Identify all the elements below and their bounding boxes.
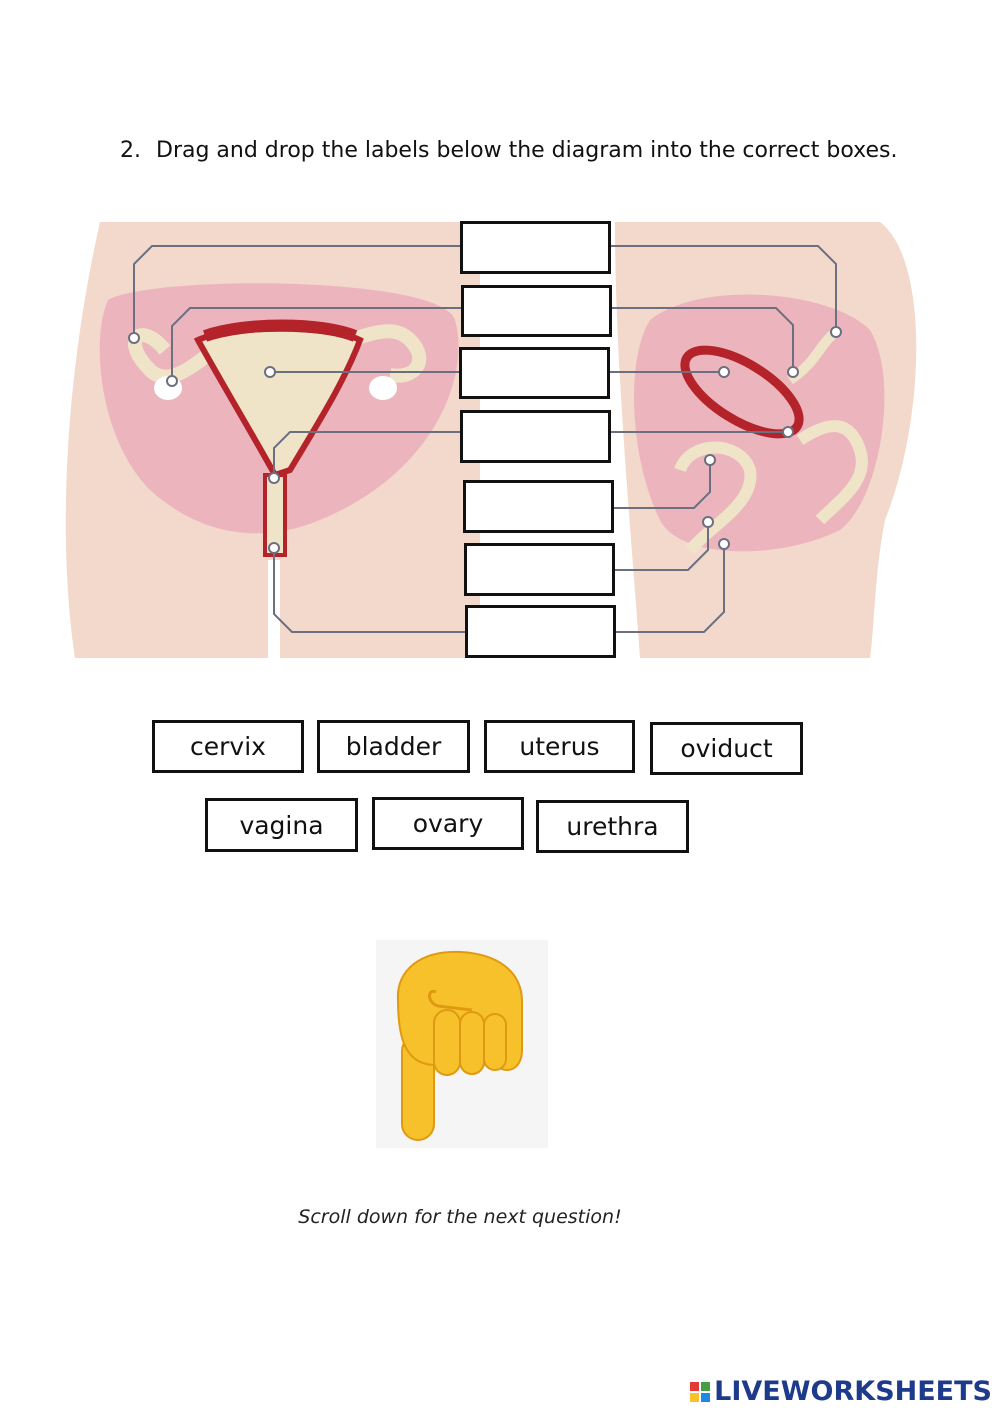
endpoint-front-ovary: [166, 375, 178, 387]
endpoint-front-uterus: [264, 366, 276, 378]
leader-endpoints: [128, 326, 842, 554]
brand-text: LIVEWORKSHEETS: [714, 1376, 992, 1407]
endpoint-side-urethra: [702, 516, 714, 528]
question-text: 2. Drag and drop the labels below the di…: [120, 138, 897, 163]
leader-line-2-left: [171, 307, 462, 381]
endpoint-side-vagina: [718, 538, 730, 550]
label-vagina[interactable]: vagina: [205, 798, 358, 852]
leader-lines: [133, 245, 837, 633]
endpoint-side-cervix: [782, 426, 794, 438]
pointing-down-hand-icon: [376, 940, 548, 1148]
endpoint-side-ovary: [787, 366, 799, 378]
leader-line-1-left: [133, 245, 462, 338]
drop-zone-2[interactable]: [461, 285, 612, 337]
endpoint-side-uterus: [718, 366, 730, 378]
label-urethra[interactable]: urethra: [536, 800, 689, 853]
leader-line-4-left: [273, 431, 462, 478]
brand-logo-icon: [690, 1381, 711, 1402]
drop-zone-1[interactable]: [460, 221, 611, 274]
label-uterus[interactable]: uterus: [484, 720, 635, 773]
label-bladder[interactable]: bladder: [317, 720, 470, 773]
leader-line-7-left: [273, 548, 466, 633]
endpoint-side-oviduct: [830, 326, 842, 338]
leader-line-6: [614, 522, 709, 571]
drop-zone-5[interactable]: [463, 480, 614, 533]
endpoint-side-bladder: [704, 454, 716, 466]
liveworksheets-logo: LIVEWORKSHEETS: [690, 1376, 992, 1407]
side-rectum: [796, 420, 868, 525]
question-number: 2.: [120, 138, 141, 163]
drop-zone-4[interactable]: [460, 410, 611, 463]
label-cervix[interactable]: cervix: [152, 720, 304, 773]
leader-line-7-right: [614, 544, 725, 633]
side-bladder: [674, 441, 757, 555]
leader-line-2-right: [610, 307, 794, 372]
reproductive-system-diagram: [65, 222, 917, 660]
front-view-illustration: [65, 222, 480, 660]
front-ovary-right: [369, 376, 397, 400]
question-prompt: Drag and drop the labels below the diagr…: [156, 138, 898, 163]
next-question-hint: Scroll down for the next question!: [298, 1206, 622, 1228]
label-oviduct[interactable]: oviduct: [650, 722, 803, 775]
drop-zone-7[interactable]: [465, 605, 616, 658]
leader-line-5: [612, 460, 711, 509]
leader-line-1-right: [610, 245, 837, 332]
label-ovary[interactable]: ovary: [372, 797, 524, 850]
drop-zone-3[interactable]: [459, 347, 610, 399]
endpoint-front-vagina: [268, 542, 280, 554]
drop-zone-6[interactable]: [464, 543, 615, 596]
endpoint-front-oviduct: [128, 332, 140, 344]
endpoint-front-cervix: [268, 472, 280, 484]
side-view-illustration: [615, 222, 917, 658]
front-uterus-top-wall: [203, 319, 358, 342]
